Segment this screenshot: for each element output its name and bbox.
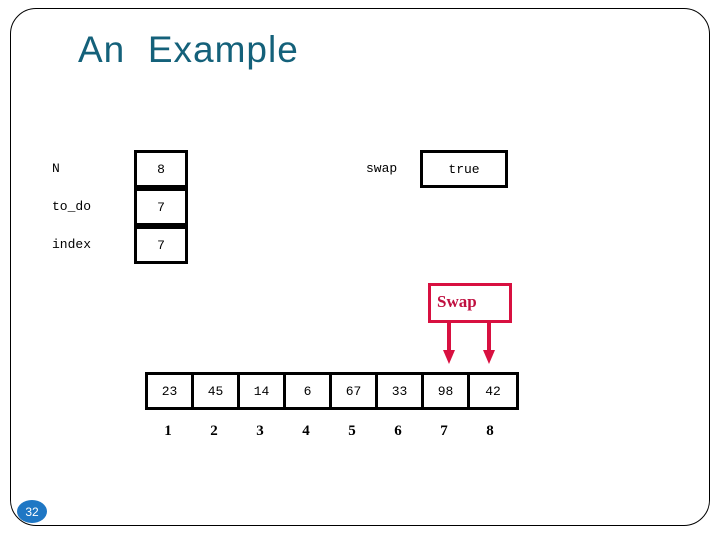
array-cell: 98 [424, 375, 470, 407]
page-number-badge: 32 [17, 500, 47, 523]
array-cell: 42 [470, 375, 516, 407]
slide-frame-border [10, 8, 710, 526]
array-index-label: 2 [210, 422, 218, 439]
variable-box-n: 8 [134, 150, 188, 188]
variable-label-index: index [52, 237, 92, 252]
array-index-label: 7 [440, 422, 448, 439]
array-index-label: 1 [164, 422, 172, 439]
variable-box-index: 7 [134, 226, 188, 264]
variable-label-n: N [52, 161, 60, 176]
swap-arrow-right-icon [483, 322, 495, 364]
array-cell: 14 [240, 375, 286, 407]
array-cell: 23 [148, 375, 194, 407]
variable-label-to-do: to_do [52, 199, 92, 214]
array-cell: 6 [286, 375, 332, 407]
array-row: 23 45 14 6 67 33 98 42 [145, 372, 519, 410]
array-cell: 33 [378, 375, 424, 407]
page-title: An Example [78, 29, 299, 70]
swap-flag-value-box: true [420, 150, 508, 188]
array-cell: 45 [194, 375, 240, 407]
swap-flag-label: swap [366, 161, 398, 176]
array-index-label: 6 [394, 422, 402, 439]
array-index-label: 8 [486, 422, 494, 439]
array-index-label: 5 [348, 422, 356, 439]
swap-arrow-left-icon [443, 322, 455, 364]
swap-callout-box: Swap [428, 283, 512, 323]
array-index-label: 3 [256, 422, 264, 439]
variable-box-to-do: 7 [134, 188, 188, 226]
swap-callout-label: Swap [437, 292, 477, 311]
array-index-row: 1 2 3 4 5 6 7 8 [145, 420, 513, 442]
array-index-label: 4 [302, 422, 310, 439]
array-cell: 67 [332, 375, 378, 407]
